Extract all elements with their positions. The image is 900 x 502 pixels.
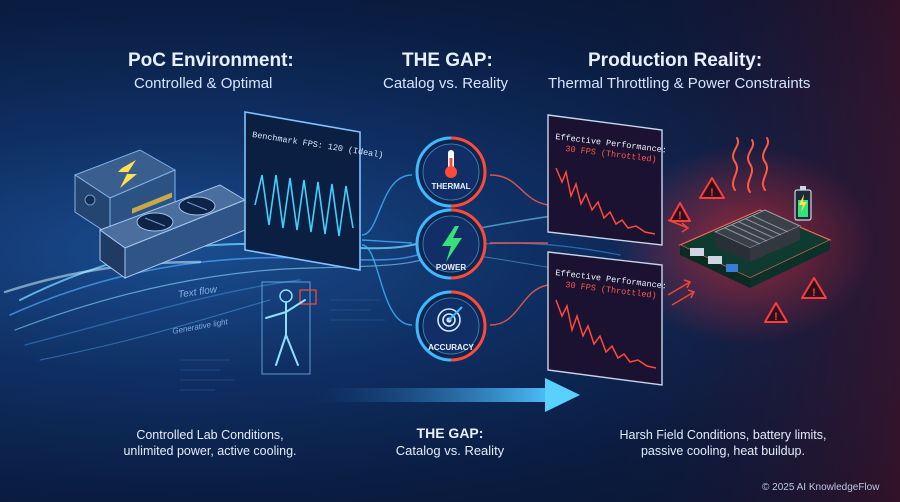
gap-subtitle: Catalog vs. Reality [383, 75, 509, 92]
throttled-chart-panels [547, 114, 663, 386]
gap-connector-lines [361, 174, 549, 326]
gap-title: THE GAP: [402, 50, 493, 71]
gap-footer-title: THE GAP: [416, 425, 484, 441]
gap-factor-power: POWER [435, 263, 467, 272]
copyright-notice: © 2025 AI KnowledgeFlow [762, 482, 880, 493]
heat-waves-icon [732, 137, 770, 193]
production-subtitle: Thermal Throttling & Power Constraints [548, 75, 811, 92]
svg-text:!: ! [812, 287, 816, 299]
poc-subtitle: Controlled & Optimal [134, 75, 273, 92]
svg-text:!: ! [774, 311, 778, 323]
thermometer-icon [445, 150, 457, 178]
faint-data-grid [180, 299, 385, 391]
gap-footer-subtitle: Catalog vs. Reality [395, 443, 505, 458]
person-pose-icon [261, 281, 317, 375]
production-footer-line-2: passive cooling, heat buildup. [640, 444, 805, 458]
gap-factor-accuracy: ACCURACY [428, 343, 474, 352]
poc-footer-line-1: Controlled Lab Conditions, [136, 428, 284, 442]
lightning-icon [442, 226, 462, 262]
target-icon [437, 306, 463, 332]
poc-title: PoC Environment: [128, 50, 294, 71]
poc-footer-line-2: unlimited power, active cooling. [123, 444, 297, 458]
warning-marks: ! ! ! ! [678, 187, 816, 323]
svg-text:!: ! [710, 187, 714, 199]
transition-arrow [315, 378, 580, 412]
svg-text:!: ! [678, 210, 682, 222]
gap-factor-circles [415, 136, 487, 362]
battery-icon [794, 186, 812, 221]
gap-factor-thermal: THERMAL [431, 182, 471, 191]
production-footer-line-1: Harsh Field Conditions, battery limits, [619, 428, 827, 442]
power-supply-icon [73, 149, 177, 236]
benchmark-monitor [244, 111, 361, 271]
gpu-card-icon [98, 184, 247, 279]
edge-board-icon [678, 209, 832, 288]
production-title: Production Reality: [588, 50, 763, 71]
warning-icon [669, 177, 827, 323]
